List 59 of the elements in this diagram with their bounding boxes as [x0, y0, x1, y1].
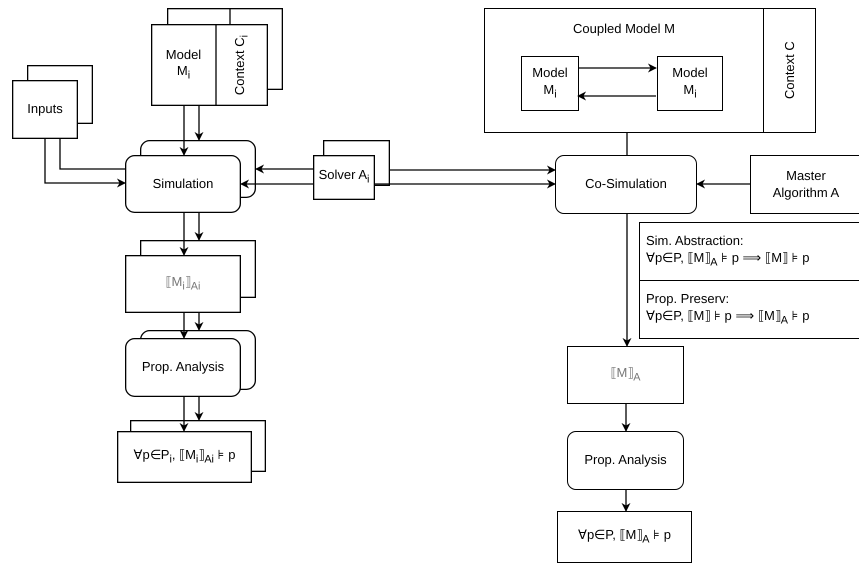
connector-line	[626, 133, 628, 155]
stacked-solver-box	[313, 140, 390, 200]
node-label: Prop. Analysis	[584, 452, 667, 469]
arrow	[194, 313, 204, 331]
arrow	[390, 166, 556, 174]
node-label: Sim. Abstraction:	[646, 233, 744, 250]
arrow	[622, 404, 630, 432]
connector-line	[59, 139, 125, 170]
stacked-model-box	[151, 8, 283, 106]
node-label: Model M$_{i}$	[164, 46, 202, 84]
stacked-result-box	[125, 240, 256, 313]
node-label: Coupled Model M	[572, 21, 676, 38]
arrow	[180, 213, 188, 256]
arrow	[240, 180, 313, 188]
node-label: Model M$_{i}$	[671, 65, 709, 102]
coupled-model-box	[484, 8, 815, 133]
arrow	[194, 106, 204, 141]
node-label: Prop. Preserv:	[646, 291, 730, 308]
node-label: ⟦M$_{i}$⟧$_{Ai}$	[166, 274, 200, 294]
node-label: ∀p∈P, ⟦M⟧$_{A}$ ⊧ p ⟹ ⟦M⟧ ⊧ p	[646, 250, 810, 270]
arrow	[696, 180, 750, 188]
arrow	[375, 180, 556, 188]
node-label: Master Algorithm A	[772, 168, 840, 201]
arrow	[180, 313, 188, 339]
arrow	[622, 490, 630, 512]
stacked-property-box	[117, 420, 266, 483]
property-box	[639, 222, 859, 281]
arrow	[577, 92, 656, 100]
node-label: ∀p∈P$_{i}$, ⟦M$_{i}$⟧$_{Ai}$ ⊧ p	[134, 446, 236, 468]
arrow	[578, 64, 657, 72]
arrow	[44, 139, 126, 188]
stacked-input-box	[12, 65, 93, 139]
property-box	[557, 511, 692, 563]
process-box	[555, 155, 697, 214]
node-label: Simulation	[152, 176, 214, 192]
rotated-label: Context C	[781, 41, 798, 100]
node-label: Model M$_{i}$	[531, 65, 569, 102]
stacked-process-box	[125, 140, 256, 213]
algorithm-box	[750, 155, 859, 214]
node-label: ∀p∈P, ⟦M⟧$_{A}$ ⊧ p	[578, 526, 671, 548]
result-box	[567, 346, 684, 404]
model-box	[657, 56, 723, 111]
node-label: ⟦M⟧$_{A}$	[610, 364, 641, 386]
arrow	[194, 213, 204, 241]
stacked-process-box	[125, 330, 256, 397]
node-label: Prop. Analysis	[142, 359, 224, 376]
process-box	[567, 431, 684, 490]
node-label: Inputs	[27, 101, 63, 118]
node-label: ∀p∈P, ⟦M⟧ ⊧ p ⟹ ⟦M⟧$_{A}$ ⊧ p	[646, 308, 810, 328]
arrow	[255, 164, 313, 174]
arrow	[180, 106, 188, 156]
arrow	[180, 397, 188, 432]
node-label: Co-Simulation	[585, 176, 667, 193]
model-box	[521, 56, 579, 111]
arrow	[622, 214, 632, 347]
arrow	[194, 397, 204, 421]
context-box	[763, 8, 816, 133]
node-label: Solver A$_{i}$	[318, 167, 370, 188]
property-box	[639, 280, 859, 339]
